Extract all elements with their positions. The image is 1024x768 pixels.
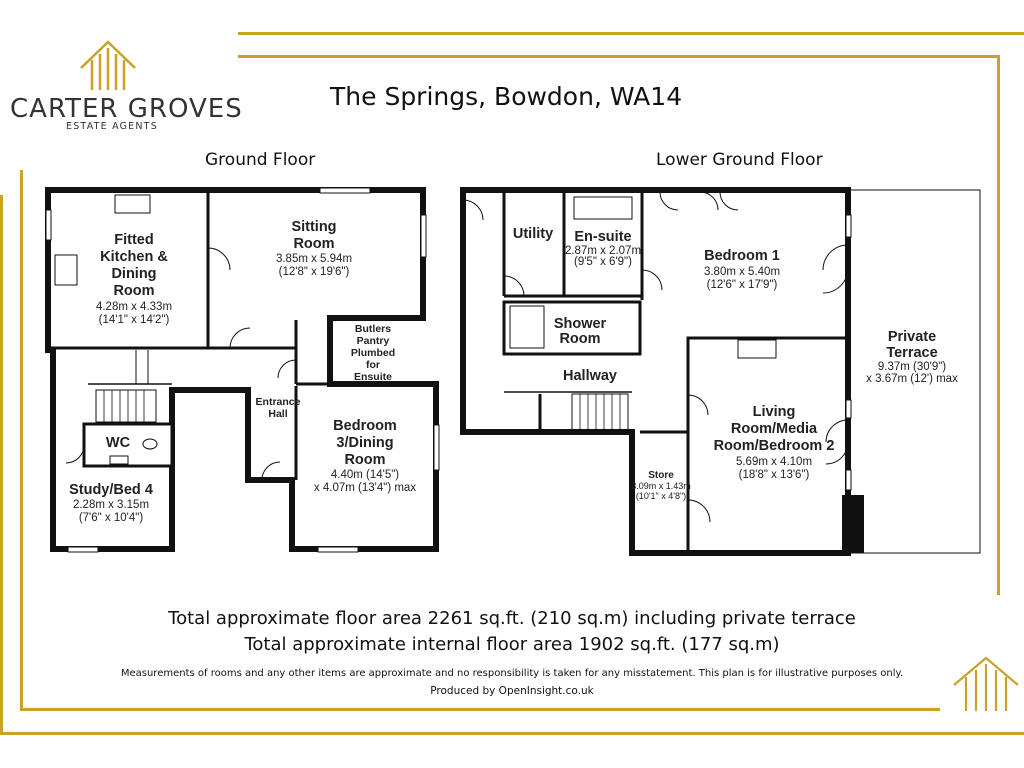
study-imperial: (7'6" x 10'4") <box>79 512 144 524</box>
terrace-area <box>847 189 981 554</box>
butlers-name-3: Plumbed <box>351 347 395 359</box>
frame-bottom-line <box>20 708 940 711</box>
butlers-name-1: Butlers <box>355 323 391 335</box>
shower-name-2: Room <box>559 331 600 347</box>
bedroom3-name-2: 3/Dining <box>336 435 393 451</box>
frame-top-line <box>238 32 1024 35</box>
total-floor-area: Total approximate floor area 2261 sq.ft.… <box>168 608 856 629</box>
ground-stairs <box>95 389 157 423</box>
living-imperial: (18'8" x 13'6") <box>739 469 810 481</box>
bedroom3-metric: 4.40m (14'5") <box>331 469 399 481</box>
sitting-imperial: (12'8" x 19'6") <box>279 266 350 278</box>
bedroom3-name-1: Bedroom <box>333 418 397 434</box>
ground-floor-labels: Fitted Kitchen & Dining Room 4.28m x 4.3… <box>69 219 416 524</box>
wc-name: WC <box>106 435 131 451</box>
frame-outer-left-line <box>0 195 3 733</box>
living-name-3: Room/Bedroom 2 <box>714 438 835 454</box>
utility-name: Utility <box>513 226 553 242</box>
lower-outer-wall <box>460 187 851 556</box>
terrace-name-2: Terrace <box>886 345 937 361</box>
bedroom3-imperial: x 4.07m (13'4") max <box>314 482 416 494</box>
frame-right-line <box>997 55 1000 595</box>
terrace-metric: 9.37m (30'9") <box>878 361 946 373</box>
lower-floor-label: Lower Ground Floor <box>656 150 823 170</box>
frame-outer-bottom-line <box>0 732 1024 735</box>
ensuite-imperial: (9'5" x 6'9") <box>574 256 632 268</box>
butlers-name-5: Ensuite <box>354 371 392 383</box>
lower-floor-labels: Utility En-suite 2.87m x 2.07m (9'5" x 6… <box>513 226 958 501</box>
ensuite-metric: 2.87m x 2.07m <box>565 245 641 257</box>
sitting-metric: 3.85m x 5.94m <box>276 253 352 265</box>
lower-stairs <box>571 393 629 431</box>
bedroom1-name: Bedroom 1 <box>704 248 780 264</box>
store-name: Store <box>648 470 674 481</box>
terrace-name-1: Private <box>888 329 936 345</box>
shower-room <box>502 300 642 356</box>
study-name: Study/Bed 4 <box>69 482 153 498</box>
shower-name-1: Shower <box>554 316 607 332</box>
frame-left-line <box>20 170 23 710</box>
frame-inner-top-line <box>238 55 1000 58</box>
ground-floor-label: Ground Floor <box>205 150 316 170</box>
kitchen-name-2: Kitchen & <box>100 249 168 265</box>
bedroom1-metric: 3.80m x 5.40m <box>704 266 780 278</box>
disclaimer-text: Measurements of rooms and any other item… <box>120 668 904 679</box>
ground-floor-plan <box>45 187 440 553</box>
butlers-name-4: for <box>366 359 380 371</box>
living-metric: 5.69m x 4.10m <box>736 456 812 468</box>
store-metric: 3.09m x 1.43m <box>631 481 691 491</box>
ensuite-name: En-suite <box>574 229 631 245</box>
bedroom1-imperial: (12'6" x 17'9") <box>707 279 778 291</box>
brand-tagline: ESTATE AGENTS <box>66 121 158 132</box>
sitting-name-1: Sitting <box>291 219 336 235</box>
terrace-imperial: x 3.67m (12') max <box>866 373 958 385</box>
hallway-name: Hallway <box>563 368 617 384</box>
butlers-name-2: Pantry <box>357 335 390 347</box>
brand-name: CARTER GROVES <box>10 94 243 124</box>
kitchen-metric: 4.28m x 4.33m <box>96 301 172 313</box>
total-internal-area: Total approximate internal floor area 19… <box>244 634 780 655</box>
bedroom3-name-3: Room <box>344 452 385 468</box>
living-name-1: Living <box>753 404 796 420</box>
house-corner-icon <box>953 656 1019 711</box>
lower-floor-plan <box>460 187 981 556</box>
living-name-2: Room/Media <box>731 421 818 437</box>
kitchen-name-3: Dining <box>111 266 156 282</box>
kitchen-name-4: Room <box>113 283 154 299</box>
study-metric: 2.28m x 3.15m <box>73 499 149 511</box>
producer-credit: Produced by OpenInsight.co.uk <box>430 685 594 697</box>
entrance-name-1: Entrance <box>256 396 301 408</box>
entrance-name-2: Hall <box>268 408 287 420</box>
page-title: The Springs, Bowdon, WA14 <box>330 82 683 111</box>
kitchen-imperial: (14'1" x 14'2") <box>99 314 170 326</box>
kitchen-name-1: Fitted <box>114 232 153 248</box>
sitting-name-2: Room <box>293 236 334 252</box>
store-imperial: (10'1" x 4'8") <box>636 491 686 501</box>
house-logo-icon <box>80 40 136 90</box>
